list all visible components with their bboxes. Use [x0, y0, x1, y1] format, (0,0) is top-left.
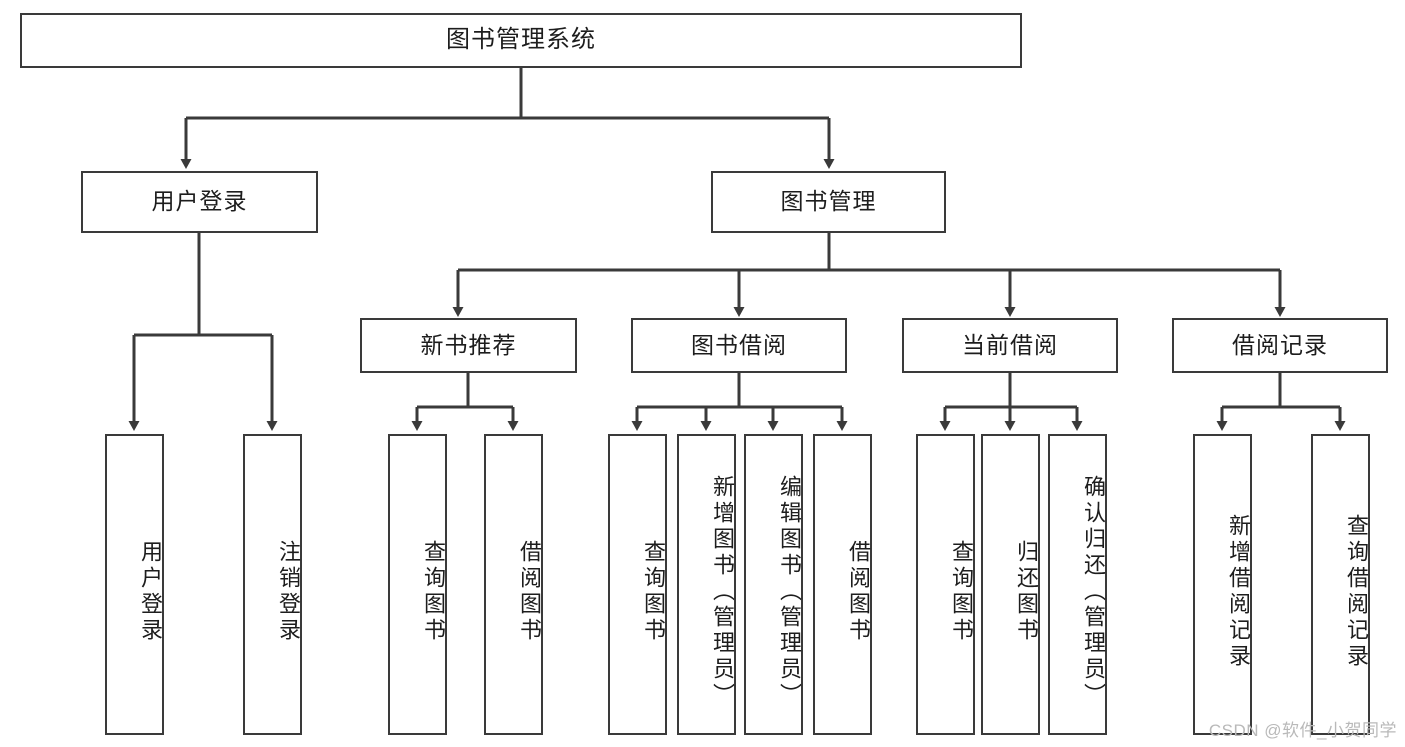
leaf-edit-book-admin[interactable]: 编辑图书（管理员） — [744, 434, 803, 735]
leaf-query-book-borrow[interactable]: 查询图书 — [608, 434, 667, 735]
leaf-query-book-current[interactable]: 查询图书 — [916, 434, 975, 735]
node-book-borrow[interactable]: 图书借阅 — [631, 318, 847, 373]
leaf-query-book-recommend[interactable]: 查询图书 — [388, 434, 447, 735]
leaf-query-borrow-record[interactable]: 查询借阅记录 — [1311, 434, 1370, 735]
leaf-user-login[interactable]: 用户登录 — [105, 434, 164, 735]
node-borrow-records[interactable]: 借阅记录 — [1172, 318, 1388, 373]
leaf-borrow-book[interactable]: 借阅图书 — [813, 434, 872, 735]
node-book-management-group[interactable]: 图书管理 — [711, 171, 946, 233]
node-root-system[interactable]: 图书管理系统 — [20, 13, 1022, 68]
leaf-add-book-admin[interactable]: 新增图书（管理员） — [677, 434, 736, 735]
leaf-logout[interactable]: 注销登录 — [243, 434, 302, 735]
leaf-add-borrow-record[interactable]: 新增借阅记录 — [1193, 434, 1252, 735]
leaf-return-book[interactable]: 归还图书 — [981, 434, 1040, 735]
watermark: CSDN @软件_小贺同学 — [1208, 721, 1397, 740]
node-user-login-group[interactable]: 用户登录 — [81, 171, 318, 233]
node-current-borrow[interactable]: 当前借阅 — [902, 318, 1118, 373]
leaf-confirm-return-admin[interactable]: 确认归还（管理员） — [1048, 434, 1107, 735]
node-new-book-recommend[interactable]: 新书推荐 — [360, 318, 577, 373]
leaf-borrow-book-recommend[interactable]: 借阅图书 — [484, 434, 543, 735]
